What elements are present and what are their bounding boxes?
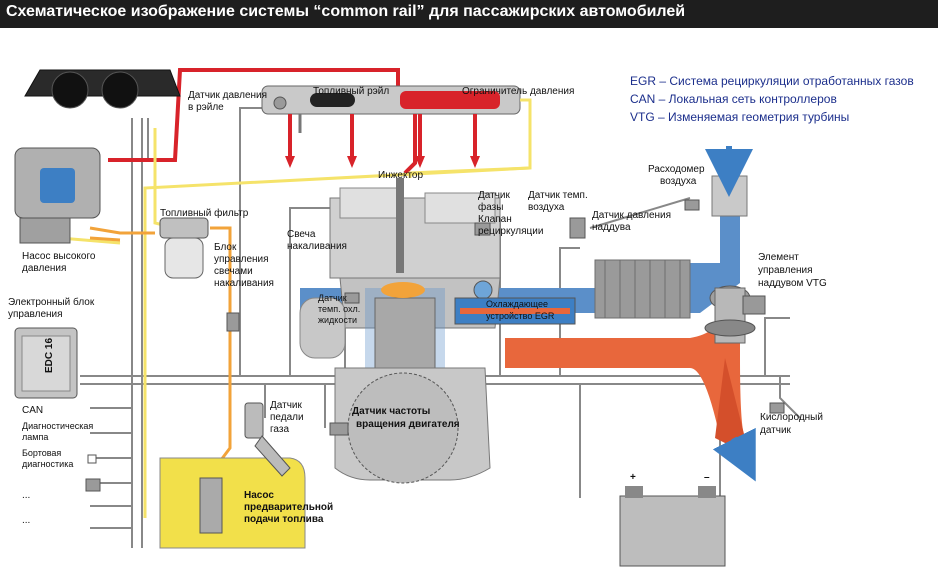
label-air-temp-sensor-2: воздуха bbox=[528, 202, 565, 213]
accelerator-pedal bbox=[244, 402, 291, 477]
battery bbox=[619, 486, 726, 567]
label-pressure-limiter: Ограничитель давления bbox=[462, 86, 574, 97]
label-can: CAN bbox=[22, 405, 43, 416]
wiring-harness bbox=[80, 107, 801, 548]
label-egr-cooler-1: Охлаждающее bbox=[486, 299, 548, 309]
label-air-temp-sensor-1: Датчик темп. bbox=[528, 190, 588, 201]
vtg-actuator bbox=[742, 295, 766, 315]
legend-egr: EGR – Система рециркуляции отработанных … bbox=[630, 74, 914, 88]
label-boost-sensor-1: Датчик давления bbox=[592, 210, 671, 221]
label-diag-lamp-2: лампа bbox=[22, 432, 48, 442]
diagram-title: Схематическое изображение системы “commo… bbox=[6, 3, 686, 20]
label-hp-pump-2: давления bbox=[22, 263, 66, 274]
label-battery-minus: – bbox=[704, 472, 710, 483]
label-hp-pump-1: Насос высокого bbox=[22, 251, 96, 262]
egr-cooler bbox=[454, 297, 576, 325]
label-air-flow-meter-1: Расходомер bbox=[648, 164, 705, 175]
label-rail-pressure-sensor-2: в рэйле bbox=[188, 102, 224, 113]
label-ecu-code: EDC 16 bbox=[44, 338, 55, 373]
label-egr-cooler-2: устройство EGR bbox=[486, 311, 555, 321]
label-pedal-sensor-2: педали bbox=[270, 412, 304, 423]
label-ecu-2: управления bbox=[8, 309, 63, 320]
legend-can: CAN – Локальная сеть контроллеров bbox=[630, 92, 837, 106]
label-onboard-diag-2: диагностика bbox=[22, 459, 73, 469]
label-coolant-temp-2: темп. охл. bbox=[318, 304, 360, 314]
label-boost-sensor-2: наддува bbox=[592, 222, 631, 233]
high-pressure-lines bbox=[108, 68, 521, 273]
label-rail-pressure-sensor-1: Датчик давления bbox=[188, 90, 267, 101]
label-phase-sensor-1: Датчик bbox=[478, 190, 510, 201]
label-dots-2: ... bbox=[22, 515, 30, 526]
label-speed-sensor-2: вращения двигателя bbox=[356, 419, 460, 430]
label-pedal-sensor-3: газа bbox=[270, 424, 289, 435]
label-phase-sensor-2: фазы bbox=[478, 201, 503, 213]
legend-vtg: VTG – Изменяемая геометрия турбины bbox=[630, 110, 849, 124]
label-battery-plus: + bbox=[630, 472, 636, 483]
label-glow-ctrl-4: накаливания bbox=[214, 278, 274, 289]
common-rail-diagram: EGR – Система рециркуляции отработанных … bbox=[8, 68, 914, 567]
label-vtg-element-3: наддувом VTG bbox=[758, 278, 827, 289]
air-flow-meter-body bbox=[711, 175, 748, 217]
fuel-tank bbox=[159, 457, 306, 549]
high-pressure-pump bbox=[14, 147, 101, 244]
label-pedal-sensor-1: Датчик bbox=[270, 400, 302, 411]
label-injector: Инжектор bbox=[378, 170, 423, 181]
turbocharger bbox=[704, 285, 766, 344]
label-coolant-temp-3: жидкости bbox=[318, 315, 357, 325]
fuel-filter bbox=[159, 217, 209, 279]
intercooler bbox=[594, 259, 691, 319]
label-coolant-temp-1: Датчик bbox=[318, 293, 347, 303]
label-vtg-element-1: Элемент bbox=[758, 252, 799, 263]
label-speed-sensor-1: Датчик частоты bbox=[352, 406, 430, 417]
label-lp-pump-2: предварительной bbox=[244, 502, 333, 513]
instrument-cluster bbox=[24, 69, 181, 109]
label-glow-ctrl-2: управления bbox=[214, 254, 269, 265]
label-glow-ctrl-1: Блок bbox=[214, 242, 237, 253]
pre-supply-pump bbox=[199, 477, 223, 534]
label-glow-plug-1: Свеча bbox=[287, 229, 316, 240]
label-fuel-rail: Топливный рэйл bbox=[313, 86, 389, 97]
label-oxygen-sensor-1: Кислородный bbox=[760, 412, 823, 423]
label-oxygen-sensor-2: датчик bbox=[760, 425, 792, 436]
label-glow-ctrl-3: свечами bbox=[214, 266, 253, 277]
label-lp-pump-1: Насос bbox=[244, 490, 274, 501]
title-bar: Схематическое изображение системы “commo… bbox=[0, 0, 938, 28]
exhaust-path bbox=[505, 308, 745, 448]
label-dots-1: ... bbox=[22, 490, 30, 501]
label-egr-valve-2: рециркуляции bbox=[478, 226, 543, 237]
ecu-box bbox=[14, 327, 78, 399]
label-onboard-diag-1: Бортовая bbox=[22, 448, 61, 458]
label-glow-plug-2: накаливания bbox=[287, 241, 347, 252]
engine bbox=[299, 187, 501, 484]
label-vtg-element-2: управления bbox=[758, 265, 813, 276]
label-diag-lamp-1: Диагностическая bbox=[22, 421, 93, 431]
label-ecu-1: Электронный блок bbox=[8, 296, 95, 308]
label-egr-valve-1: Клапан bbox=[478, 214, 512, 225]
label-lp-pump-3: подачи топлива bbox=[244, 514, 324, 525]
label-fuel-filter: Топливный фильтр bbox=[160, 207, 249, 219]
label-air-flow-meter-2: воздуха bbox=[660, 176, 697, 187]
